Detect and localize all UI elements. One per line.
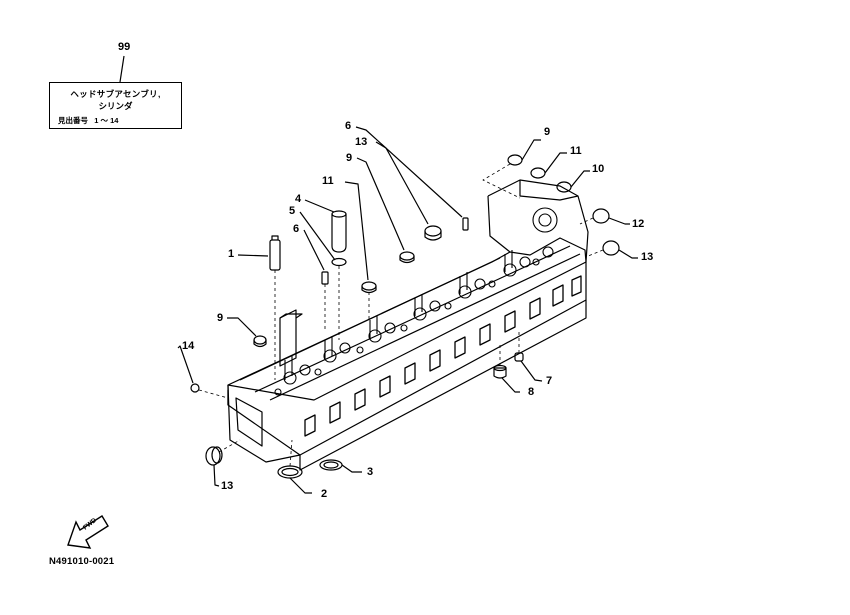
part-5-ring: [299, 211, 347, 340]
callout-3: 3: [367, 466, 374, 478]
callout-7: 7: [546, 375, 553, 387]
callout-14: 14: [182, 340, 195, 352]
assembly-title-line1: ヘッドサブアセンブリ,: [70, 89, 161, 99]
part-4-sleeve: [304, 199, 347, 253]
part-11-cap-top-right: [530, 152, 567, 179]
assembly-title-line2: シリンダ: [98, 101, 133, 111]
callout-2: 2: [321, 488, 328, 500]
callout-9-center: 9: [346, 152, 353, 164]
injector-bore: [279, 309, 297, 367]
callout-11-left: 11: [322, 175, 334, 187]
assembly-index-range: 1 ～ 14: [94, 116, 119, 125]
callout-11-top-right: 11: [570, 145, 582, 157]
valve-details: [274, 207, 558, 396]
cylinder-head-body: [227, 179, 589, 471]
callout-6-left: 6: [293, 223, 300, 235]
assembly-index-label: 見出番号: [58, 116, 88, 125]
callout-9-left: 9: [217, 312, 224, 324]
part-11-cap-left: [344, 181, 377, 320]
part-12-plug: [579, 208, 630, 225]
part-1-stud: [237, 235, 281, 380]
assembly-leader: [119, 55, 125, 83]
part-9-plug-top-right: [482, 139, 541, 199]
callout-9-top-right: 9: [544, 126, 551, 138]
part-7-pin: [514, 330, 543, 382]
part-3-seal: [319, 459, 362, 473]
part-9-plug-center: [356, 157, 415, 264]
callout-8: 8: [528, 386, 535, 398]
part-8-cap: [493, 345, 520, 393]
callout-10: 10: [592, 163, 605, 175]
part-14-ball: [177, 345, 229, 399]
callout-4: 4: [295, 193, 302, 205]
callout-1: 1: [228, 248, 235, 260]
callout-13-right: 13: [641, 251, 654, 263]
callout-5: 5: [289, 205, 296, 217]
callout-6-top: 6: [345, 120, 352, 132]
part-13-plug-top: [375, 141, 442, 241]
assembly-index-row: 見出番号 1 ～ 14: [58, 115, 118, 126]
part-6-pin-top: [355, 126, 469, 231]
part-9-plug-left: [227, 317, 267, 348]
callout-13-bottom: 13: [221, 480, 234, 492]
part-6-dowel-left: [303, 229, 329, 330]
part-13-plug-bottom: [205, 439, 241, 487]
assembly-ref-number: 99: [118, 41, 131, 53]
drawing-code: N491010-0021: [49, 556, 115, 567]
part-2-seal: [277, 439, 312, 494]
callout-13-top: 13: [355, 136, 368, 148]
part-13-plug-right: [587, 240, 638, 259]
assembly-label-box: ヘッドサブアセンブリ, シリンダ 見出番号 1 ～ 14: [49, 82, 182, 129]
callout-12: 12: [632, 218, 645, 230]
part-10-plug: [556, 170, 590, 193]
fwd-arrow-icon: [67, 515, 109, 549]
